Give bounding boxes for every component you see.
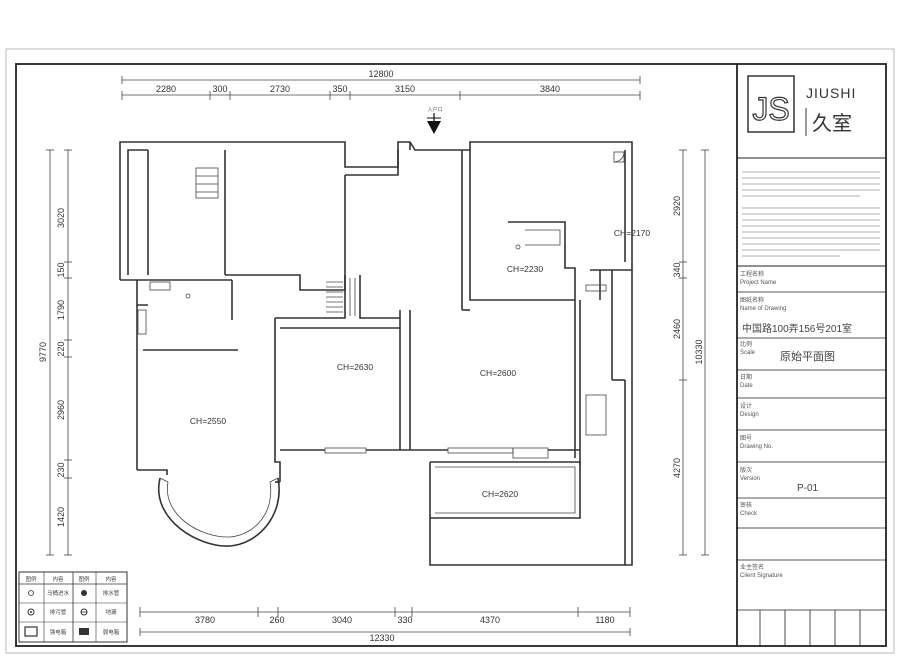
legend-item-5: 强电箱: [50, 628, 67, 636]
top-dim-2: 300: [212, 84, 227, 94]
label-date-en: Date: [740, 383, 753, 389]
label-check: 审核: [740, 501, 752, 509]
sewage-pipe-icon: [27, 608, 35, 616]
right-dim-4: 4270: [672, 458, 682, 478]
drain-pipe-icon: [81, 590, 87, 596]
left-dim-5: 2960: [56, 400, 66, 420]
right-dim-1: 2920: [672, 196, 682, 216]
brand-cn: 久室: [812, 111, 852, 135]
label-drawing-title: 图纸名称: [740, 296, 764, 304]
sheet-border: [15, 63, 887, 647]
right-dim-3: 2460: [672, 319, 682, 339]
entrance-marker: 入户口: [427, 106, 443, 134]
drain-icon: [185, 293, 191, 299]
bottom-dim-2: 260: [269, 615, 284, 625]
brand-en: JIUSHI: [806, 85, 856, 101]
label-date: 日期: [740, 373, 752, 381]
left-dim-3: 1790: [56, 300, 66, 320]
label-client-en: Client Signature: [740, 573, 783, 579]
top-overall-dim: 12800: [368, 69, 393, 79]
label-project-name: 工程名称: [740, 270, 764, 278]
bottom-dim-6: 1180: [595, 615, 614, 625]
label-drawing-number-en: Drawing No.: [740, 444, 773, 450]
entrance-label: 入户口: [427, 106, 442, 113]
entrance-arrow-icon: [427, 121, 441, 134]
project-address: 中国路100弄156号201室: [742, 322, 852, 335]
legend-header-4: 内容: [105, 575, 117, 583]
label-version: 版次: [740, 466, 752, 474]
top-dim-4: 350: [332, 84, 347, 94]
top-dim-1: 2280: [156, 84, 176, 94]
toilet-inlet-icon: [28, 590, 34, 596]
room-ch-2170: CH=2170: [614, 228, 650, 238]
legend-item-2: 排水管: [103, 589, 120, 597]
room-ch-2600: CH=2600: [480, 368, 516, 378]
left-dim-1: 3020: [56, 208, 66, 228]
room-ch-2620: CH=2620: [482, 489, 518, 499]
label-version-en: Version: [740, 476, 760, 482]
legend-header-1: 图例: [25, 575, 37, 583]
bottom-dim-5: 4370: [480, 615, 500, 625]
left-overall-dim: 9770: [38, 342, 48, 362]
label-scale-en: Scale: [740, 350, 756, 356]
drawing-name: 原始平面图: [780, 349, 835, 363]
room-ch-2230: CH=2230: [507, 264, 543, 274]
room-labels: CH=2550 CH=2630 CH=2600 CH=2230 CH=2170 …: [190, 228, 650, 499]
top-dim-6: 3840: [540, 84, 560, 94]
left-dim-6: 230: [56, 462, 66, 477]
bottom-dim-1: 3780: [195, 615, 215, 625]
legend-item-6: 弱电箱: [103, 628, 120, 636]
right-dim-2: 340: [672, 262, 682, 277]
left-dimensions: 9770 3020 150 1790 220 2960 230 1420: [38, 149, 72, 556]
drawing-no-value: P-01: [797, 483, 819, 494]
legend-item-3: 排污管: [50, 608, 67, 616]
notes-fine-print: [742, 171, 880, 257]
top-dim-5: 3150: [395, 84, 415, 94]
room-ch-2630: CH=2630: [337, 362, 373, 372]
left-dim-7: 1420: [56, 507, 66, 527]
legend-item-1: 马桶进水: [47, 589, 70, 597]
label-drawing-title-en: Name of Drawing: [740, 306, 786, 312]
stair-hatch: [326, 278, 356, 316]
appliance-box: [195, 167, 219, 199]
bottom-dim-3: 3040: [332, 615, 352, 625]
top-dimensions: 12800 2280 300 2730 350 3150 3840: [121, 69, 641, 100]
weak-current-box-icon: [79, 628, 89, 635]
label-scale: 比例: [740, 340, 752, 348]
label-drawing-number: 图号: [740, 435, 752, 442]
label-design: 设计: [740, 402, 752, 410]
legend-header-2: 内容: [52, 575, 64, 583]
bottom-dim-4: 330: [397, 615, 412, 625]
right-overall-dim: 10330: [694, 339, 704, 364]
logo-mark: [747, 75, 795, 133]
logo-letters: JS: [752, 91, 789, 127]
label-client: 业主签名: [740, 563, 764, 571]
legend-table: 图例 内容 图例 内容 马桶进水 排水管 排污管 地漏 强电箱 弱电箱: [18, 571, 128, 643]
floor-plan-walls: [119, 141, 633, 566]
power-box-icon: [24, 626, 38, 637]
sheet-outer-frame: [5, 48, 895, 654]
room-ch-2550: CH=2550: [190, 416, 226, 426]
fixture-marks: [137, 167, 607, 436]
bottom-overall-dim: 12330: [369, 633, 394, 643]
label-project-name-en: Project Name: [740, 280, 777, 286]
label-design-en: Design: [740, 412, 759, 418]
title-block: JS JIUSHI 久室 工程名称 Project Name 图纸名称 Name…: [737, 75, 886, 646]
legend-header-3: 图例: [78, 575, 90, 583]
top-dim-3: 2730: [270, 84, 290, 94]
drain-icon: [515, 244, 521, 250]
label-check-en: Check: [740, 511, 758, 517]
legend-item-4: 地漏: [105, 608, 117, 616]
left-dim-2: 150: [56, 262, 66, 277]
left-dim-4: 220: [56, 341, 66, 356]
bottom-dimensions: 3780 260 3040 330 4370 1180 12330: [139, 607, 631, 643]
right-dimensions: 2920 340 2460 4270 10330: [672, 149, 709, 556]
